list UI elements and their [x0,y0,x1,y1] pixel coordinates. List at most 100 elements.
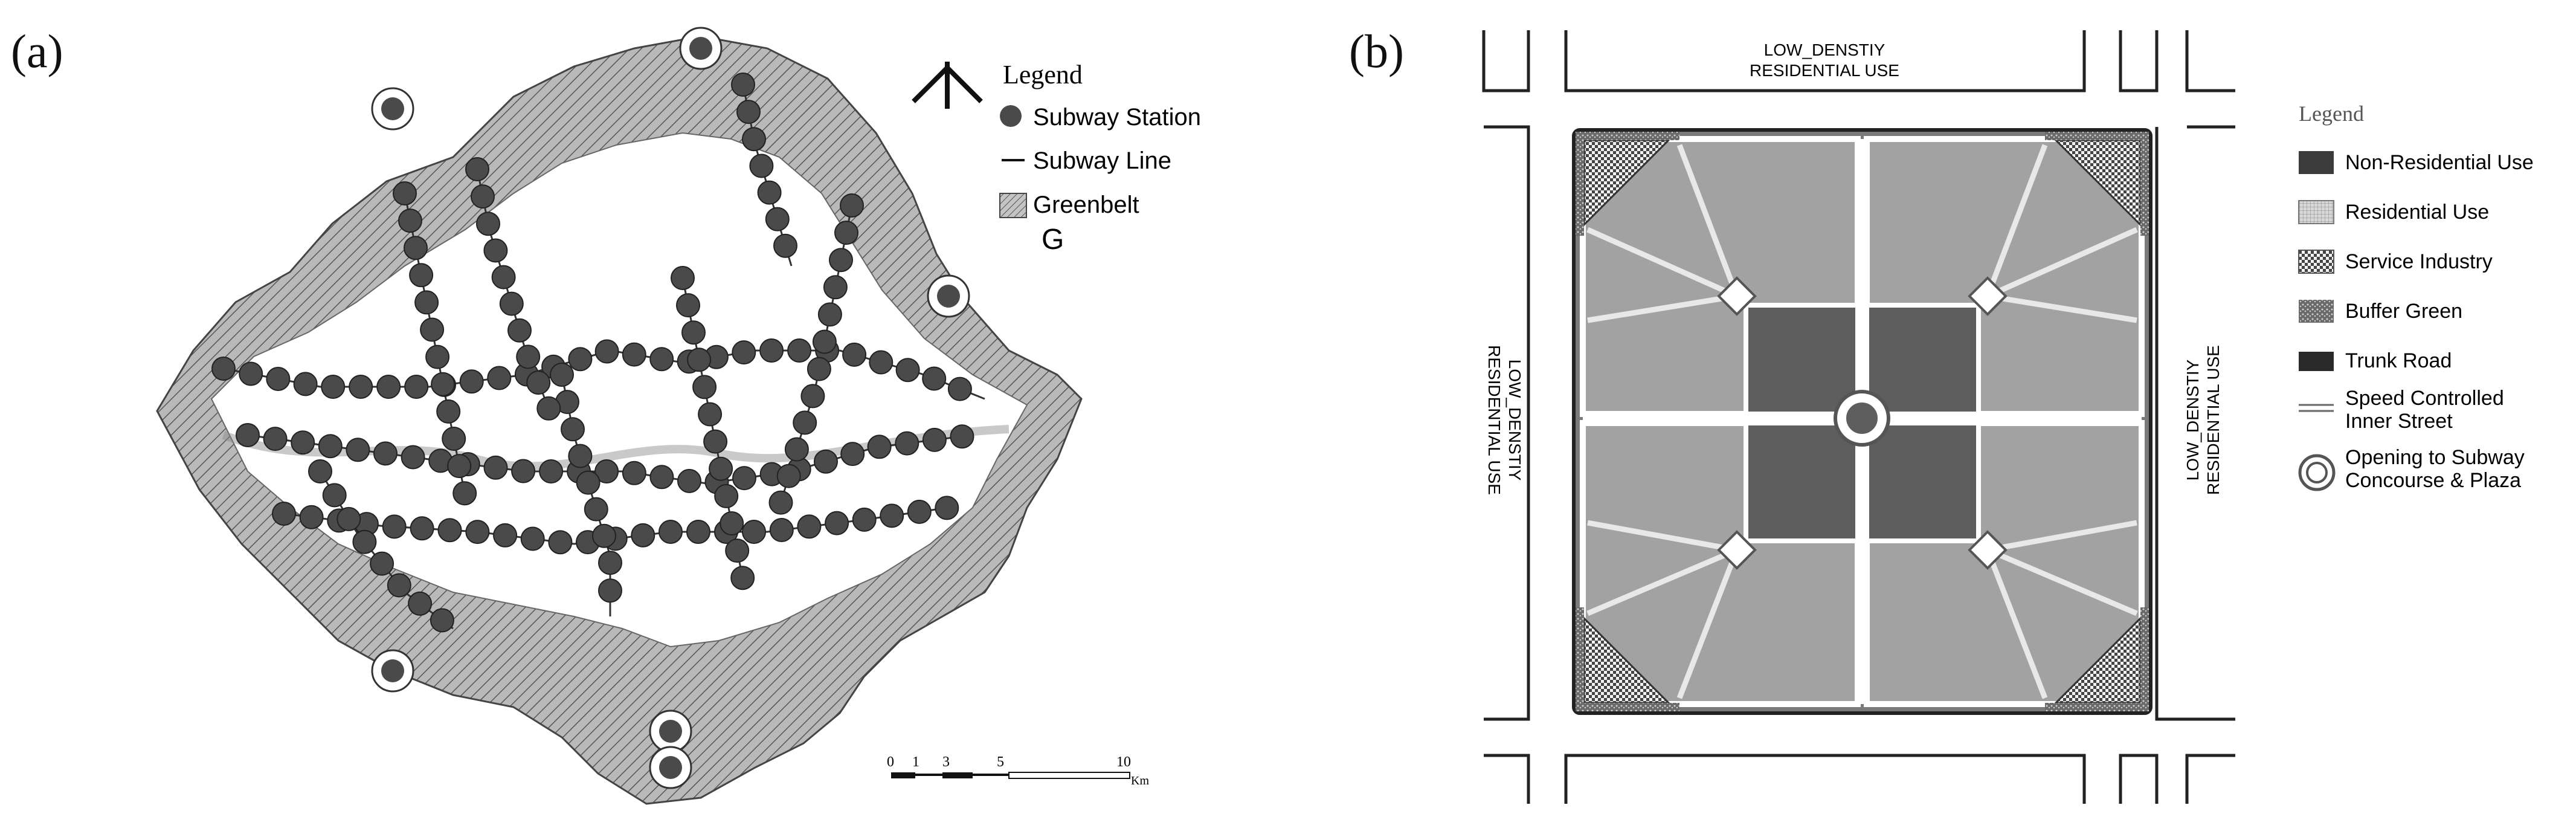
station-dot [491,265,516,289]
station-dot [823,275,848,300]
scale-tick-5: 5 [997,754,1004,770]
station-dot [807,357,831,381]
legend-b-item-5b: Inner Street [2345,410,2453,433]
station-dot [922,366,947,391]
station-dot [370,551,394,576]
station-dot [730,566,755,590]
legend-b-item-4: Trunk Road [2345,349,2452,372]
right-label-line2: RESIDENTIAL USE [2204,345,2223,495]
station-dot [299,505,324,529]
station-dot [349,375,373,399]
station-dot [465,520,490,545]
station-dot [483,455,508,480]
station-dot [483,238,508,263]
scale-unit: Km [1131,774,1149,787]
station-dot [561,417,585,442]
station-dot [291,430,315,455]
station-dot [732,466,756,491]
non-residential-swatch [2299,151,2334,174]
station-dot [769,518,794,542]
station-dot [404,236,428,260]
station-dot [773,233,797,258]
station-dot [431,372,456,396]
station-dot [393,181,417,205]
station-dot [725,538,750,563]
station-dot [689,37,712,60]
top-label-line1: LOW_DENSTIY [1764,40,1885,59]
legend-b-item-3: Buffer Green [2345,300,2462,323]
station-area-plan: LOW_DENSTIY RESIDENTIAL USE LOW_DENSTIY … [1480,18,2568,816]
station-dot [346,438,370,462]
panel-b-label: (b) [1349,25,1404,77]
station-dot [649,465,674,490]
station-dot [447,454,472,479]
station-dot [499,291,524,316]
panel-a-label: (a) [11,25,63,77]
station-dot [318,434,343,459]
station-dot [736,100,761,124]
station-dot [676,293,700,318]
legend-b-item-6b: Concourse & Plaza [2345,469,2521,492]
legend-a-title: Legend [1003,60,1083,89]
subway-map-svg: Legend Subway Station Area Subway Line G… [156,27,1258,805]
station-dot [401,445,425,470]
station-dot [373,441,398,466]
station-dot [797,514,822,539]
station-dot [336,506,361,531]
station-dot [681,320,706,345]
service-industry-corners [1583,139,2142,704]
station-dot [437,518,462,543]
station-dot [568,444,593,468]
station-dot [842,342,867,367]
station-dot [840,193,864,218]
station-dot [787,338,812,363]
scale-tick-3: 3 [942,754,950,770]
station-dot [266,367,291,391]
station-dot [239,361,263,386]
station-dot [732,340,756,365]
station-dot [404,375,429,399]
station-dot [703,429,728,454]
station-dot [516,344,541,369]
legend-b-item-1: Residential Use [2345,201,2489,224]
station-dot [322,483,347,508]
station-dot [742,127,766,152]
station-dot [765,207,790,231]
station-dot [659,720,682,743]
station-dot [352,529,377,554]
station-dot [671,266,695,290]
station-dot [568,347,593,372]
station-dot [236,423,260,447]
station-dot [686,520,710,544]
station-dot [784,437,809,462]
station-dot [698,402,723,427]
legend-b-item-6: Opening to Subway [2345,446,2525,469]
station-dot [937,285,960,308]
station-dot [814,449,838,474]
station-dot [731,73,755,97]
station-dot [536,396,561,421]
station-dot [387,573,411,598]
scale-tick-10: 10 [1116,754,1131,770]
station-dot [834,221,858,245]
station-dot [687,348,712,372]
station-dot [442,427,466,451]
station-dot [410,516,434,541]
station-dot [709,456,733,481]
plan-legend: Legend Non-Residential Use Residential U… [2298,102,2534,492]
legend-a-code: G [1042,224,1064,256]
north-arrow-icon [912,62,983,109]
station-dot [598,551,622,575]
scale-tick-0: 0 [887,754,894,770]
station-dot [381,97,404,120]
station-dot [649,347,674,372]
legend-b-item-5: Speed Controlled [2345,387,2504,410]
station-dot [677,468,701,493]
station-dot [950,424,974,449]
station-dot [947,377,972,401]
station-dot [812,329,837,354]
greenbelt-symbol [999,193,1027,218]
station-dot [817,302,842,327]
station-dot [867,435,892,459]
outer-streets [1482,30,2235,804]
